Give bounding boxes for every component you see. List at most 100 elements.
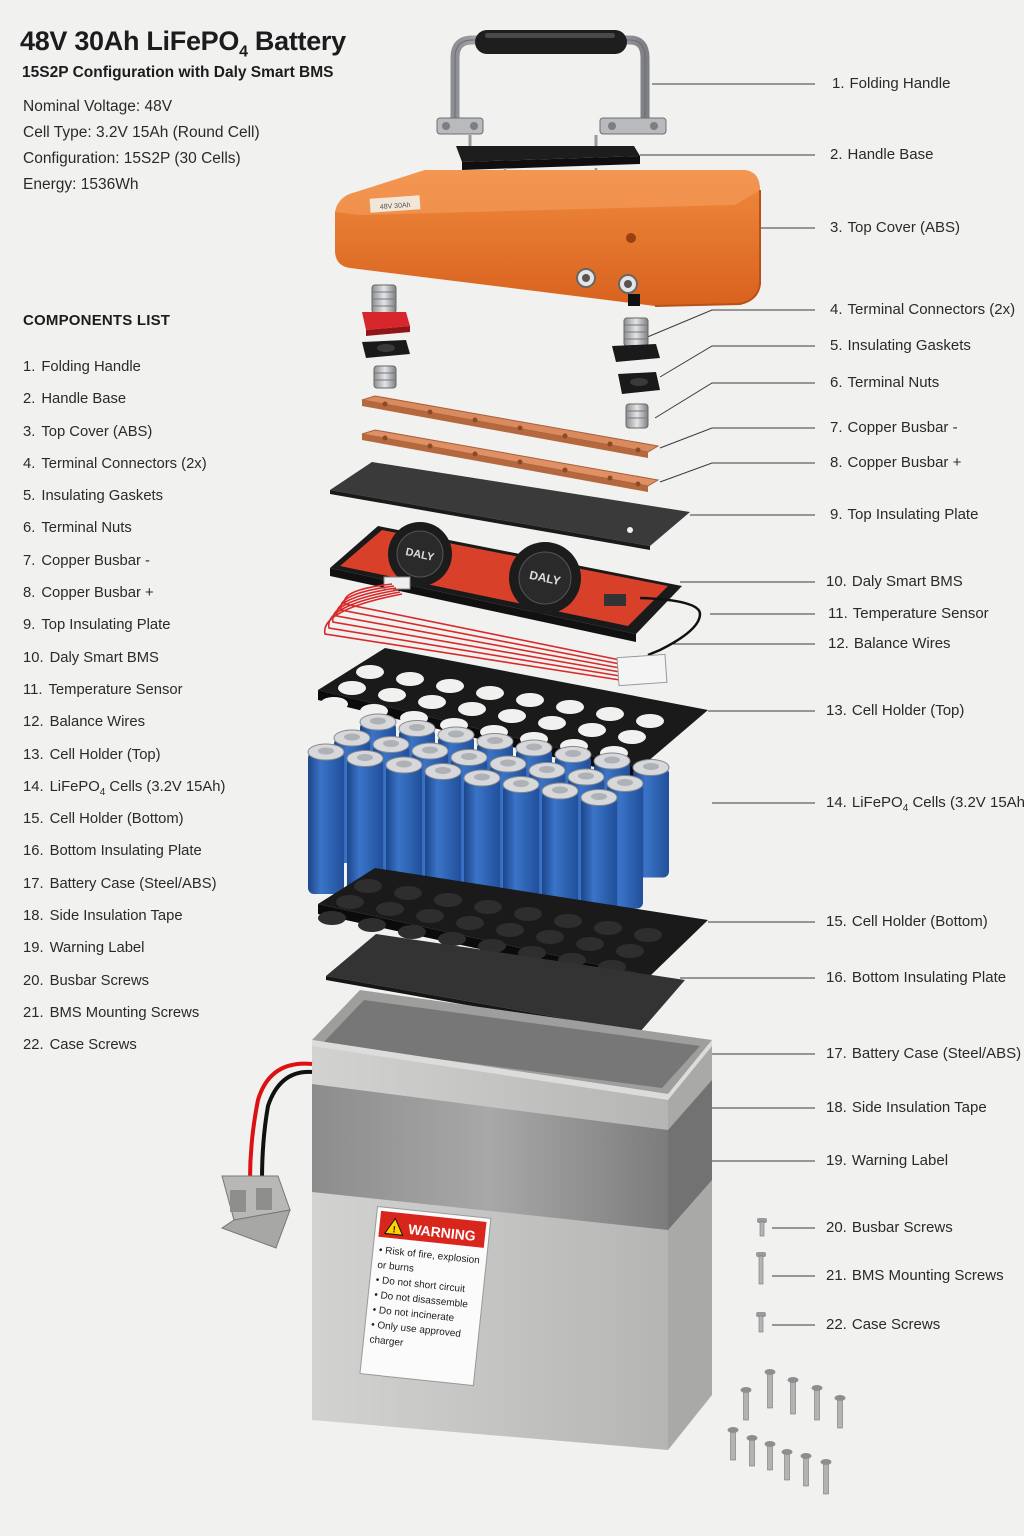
loose-screw — [820, 1459, 832, 1495]
spec-configuration: Configuration: 15S2P (30 Cells) — [23, 150, 241, 167]
component-list-item: 8.Copper Busbar + — [23, 582, 225, 614]
component-list-item-number: 20. — [23, 972, 44, 989]
component-list-item-label: Cell Holder (Top) — [49, 746, 161, 763]
holder-hole — [516, 693, 544, 707]
callout-item-number: 3. — [830, 219, 843, 236]
callout-item-label: Handle Base — [847, 146, 934, 163]
folding-handle — [436, 30, 667, 135]
component-list-item-label-tail: Cells (3.2V 15Ah) — [105, 778, 226, 795]
holder-hole — [498, 709, 526, 723]
callout-item-label: Top Insulating Plate — [847, 506, 979, 523]
top-insulating-plate — [330, 462, 690, 550]
case-screw-icon — [756, 1312, 766, 1333]
loose-screw — [834, 1395, 846, 1429]
callout-item-label: Warning Label — [851, 1152, 949, 1169]
component-list-item-label: LiFePO — [49, 778, 100, 795]
daly-bms: DALY DALY — [330, 522, 682, 642]
holder-hole — [496, 923, 524, 937]
callout-item-label: Temperature Sensor — [852, 605, 989, 622]
component-list-item-number: 5. — [23, 488, 36, 505]
loose-screw — [781, 1449, 793, 1481]
callout-item-number: 18. — [826, 1099, 847, 1116]
component-list-item-number: 3. — [23, 423, 36, 440]
holder-hole — [320, 697, 348, 711]
terminal-stack-right — [612, 317, 660, 429]
callout-item-number: 19. — [826, 1152, 847, 1169]
component-list-item-number: 13. — [23, 746, 44, 763]
component-list-item-number: 7. — [23, 552, 36, 569]
component-list-item: 10.Daly Smart BMS — [23, 647, 225, 679]
holder-hole — [536, 930, 564, 944]
callout-item-label: Case Screws — [851, 1316, 941, 1333]
callout-item: 19.Warning Label — [826, 1152, 948, 1170]
holder-hole — [336, 895, 364, 909]
component-list-item: 13. Cell Holder (Top) — [23, 744, 225, 776]
callout-item-number: 5. — [830, 337, 843, 354]
component-list-item: 1.Folding Handle — [23, 356, 225, 388]
callout-item: 2.Handle Base — [830, 146, 933, 164]
terminal-stack-left — [362, 284, 410, 389]
holder-hole — [634, 928, 662, 942]
callout-item: 5.Insulating Gaskets — [830, 337, 971, 355]
bms-mounting-screw-icon — [756, 1252, 766, 1285]
callout-item-number: 13. — [826, 702, 847, 719]
holder-hole — [438, 932, 466, 946]
component-list-item-label: Warning Label — [49, 940, 145, 957]
callout-item-label: Daly Smart BMS — [851, 573, 963, 590]
top-cover: 48V 30Ah — [335, 170, 761, 307]
holder-hole — [596, 707, 624, 721]
callout-item-label: Cell Holder (Top) — [851, 702, 965, 719]
component-list-item: 17.Battery Case (Steel/ABS) — [23, 873, 225, 905]
callout-item: 12.Balance Wires — [828, 635, 951, 653]
holder-hole — [538, 716, 566, 730]
holder-hole — [376, 902, 404, 916]
holder-hole — [396, 672, 424, 686]
callout-item-label: Busbar Screws — [851, 1219, 953, 1236]
callout-item-number: 17. — [826, 1045, 847, 1062]
component-list-item: 16.Bottom Insulating Plate — [23, 840, 225, 872]
component-list-item: 11.Temperature Sensor — [23, 679, 225, 711]
component-list-item: 9.Top Insulating Plate — [23, 614, 225, 646]
callout-item: 8.Copper Busbar + — [830, 454, 961, 472]
component-list-item-label: BMS Mounting Screws — [49, 1004, 200, 1021]
holder-hole — [354, 879, 382, 893]
component-list-item: 20.Busbar Screws — [23, 970, 225, 1002]
callout-item-label: Terminal Connectors (2x) — [847, 301, 1016, 318]
anderson-connector — [220, 1061, 313, 1249]
callout-item-label: Balance Wires — [853, 635, 951, 652]
loose-screw — [727, 1427, 739, 1461]
callout-item-label: Folding Handle — [849, 75, 951, 92]
holder-hole — [554, 914, 582, 928]
spec-energy: Energy: 1536Wh — [23, 176, 139, 193]
callout-item-number: 7. — [830, 419, 843, 436]
holder-hole — [434, 893, 462, 907]
callout-item-number: 14. — [826, 794, 847, 811]
callout-item-number: 11. — [828, 605, 848, 622]
busbar-holes — [382, 401, 641, 487]
component-list-item: 15.Cell Holder (Bottom) — [23, 808, 225, 840]
component-list-item-label: Insulating Gaskets — [41, 488, 164, 505]
component-list-item-label: Copper Busbar - — [41, 552, 150, 569]
component-list-item: 21.BMS Mounting Screws — [23, 1002, 225, 1034]
callout-item-number: 12. — [828, 635, 849, 652]
component-list-item: 18.Side Insulation Tape — [23, 905, 225, 937]
component-list-item: 7. Copper Busbar - — [23, 550, 225, 582]
loose-screw — [800, 1453, 812, 1487]
callout-item: 18.Side Insulation Tape — [826, 1099, 987, 1117]
component-list-item: 6.Terminal Nuts — [23, 517, 225, 549]
component-list-item-label: Battery Case (Steel/ABS) — [49, 875, 217, 892]
holder-hole — [618, 730, 646, 744]
component-list-item-label: Cell Holder (Bottom) — [49, 811, 184, 828]
component-list-item-number: 16. — [23, 843, 44, 860]
page-subtitle: 15S2P Configuration with Daly Smart BMS — [22, 64, 334, 81]
holder-hole — [418, 695, 446, 709]
components-heading: COMPONENTS LIST — [23, 312, 171, 329]
callout-item: 20.Busbar Screws — [826, 1219, 953, 1237]
component-list-item-number: 1. — [23, 359, 36, 375]
holder-hole — [474, 900, 502, 914]
component-list-item: 12.Balance Wires — [23, 711, 225, 743]
holder-hole — [476, 686, 504, 700]
callout-item: 22.Case Screws — [826, 1316, 940, 1334]
component-list-item-subscript: 4 — [99, 786, 106, 798]
